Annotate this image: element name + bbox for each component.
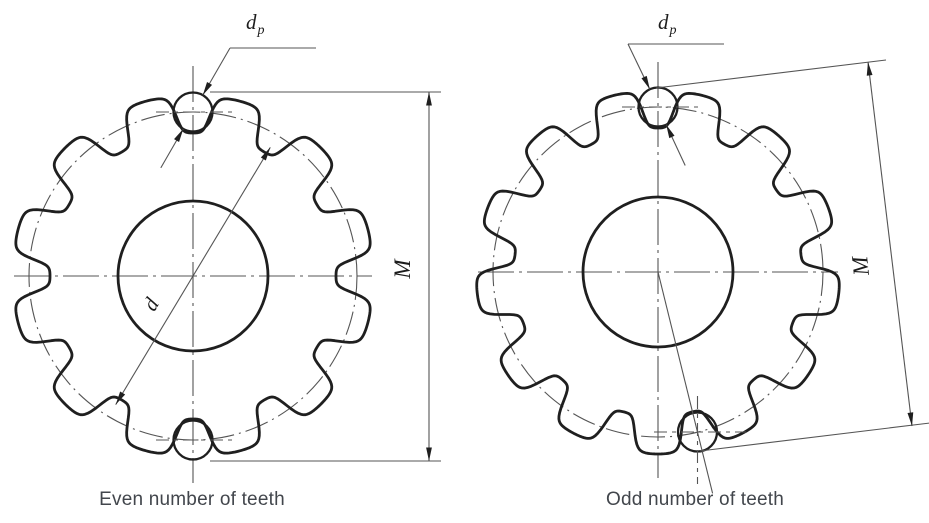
pin-diameter-base: d: [658, 10, 669, 34]
pin-diameter-base: d: [246, 10, 257, 34]
bore-circle-right: [581, 195, 735, 349]
extension-line-bottom-right: [699, 422, 929, 452]
even-teeth-sprocket-view: [14, 47, 441, 483]
tooth-profile-left: [14, 97, 372, 455]
pin-dia-arrow-lower-left: [174, 128, 184, 143]
extension-line-top-right: [655, 59, 887, 89]
pin-diameter-label-right: dp: [658, 10, 677, 39]
pin-dia-arrow-lower-right: [666, 124, 675, 139]
pin-diameter-sub: p: [257, 23, 265, 39]
pitch-diameter-dim-line: [115, 147, 271, 405]
pitch-diameter-arrow-upper: [260, 147, 271, 161]
pin-dia-arrow-upper-right: [641, 75, 650, 90]
measurement-arrow-bottom-left: [426, 447, 432, 461]
pin-dia-arrow-upper-left: [202, 81, 213, 96]
measurement-label-left: M: [390, 259, 415, 279]
pin-diameter-label-left: dp: [246, 10, 265, 39]
pitch-diameter-arrow-lower: [115, 391, 126, 405]
measurement-dim-line-right: [867, 61, 913, 427]
measurement-arrow-bottom-right: [907, 412, 914, 426]
tooth-profile-right: [475, 92, 841, 456]
measurement-arrow-top-right: [866, 62, 873, 76]
caption-odd-teeth: Odd number of teeth: [605, 489, 785, 510]
measurement-label-right: M: [847, 255, 874, 277]
caption-even-teeth: Even number of teeth: [99, 489, 285, 510]
measurement-arrow-top-left: [426, 92, 432, 106]
radial-line-through-bottom-pin: [657, 271, 714, 494]
pin-diameter-sub: p: [669, 23, 677, 39]
bore-circle-left: [116, 199, 270, 353]
odd-teeth-sprocket-view: [475, 43, 929, 494]
